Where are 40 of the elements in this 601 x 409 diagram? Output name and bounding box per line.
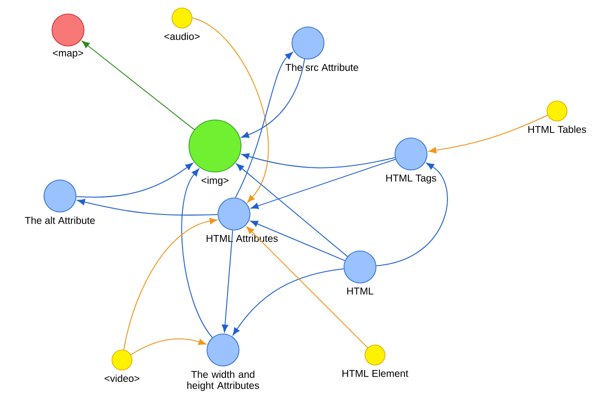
- node-label: <img>: [202, 176, 228, 186]
- node-label: <map>: [52, 50, 84, 58]
- node-label: <audio>: [164, 32, 200, 40]
- arrow: [222, 230, 234, 332]
- arrow: [77, 198, 218, 216]
- graph-node: HTML: [344, 250, 376, 294]
- graph-node: HTML Tables: [528, 100, 586, 133]
- node-label: HTML: [347, 288, 374, 294]
- arrow: [241, 153, 396, 168]
- graph-node: HTML Element: [342, 344, 408, 377]
- graph-node: The alt Attribute: [24, 180, 95, 224]
- arrow: [428, 114, 548, 154]
- arrow: [250, 158, 396, 209]
- graph-node: <map>: [52, 14, 84, 58]
- arrow: [76, 162, 194, 198]
- node-label: The alt Attribute: [24, 216, 95, 224]
- node-label: HTML Tags: [386, 174, 436, 184]
- arrow: [250, 220, 346, 262]
- arrow: [234, 52, 293, 198]
- graph-node: The width and height Attributes: [187, 334, 260, 391]
- arrow: [181, 168, 213, 338]
- node-label: The src Attribute: [286, 64, 358, 71]
- arrow: [130, 338, 206, 356]
- graph-node: <video>: [104, 350, 140, 382]
- arrow: [82, 40, 195, 130]
- node-label: <video>: [104, 374, 140, 382]
- arrow: [232, 268, 344, 336]
- node-label: HTML Element: [342, 370, 408, 377]
- arrow: [236, 164, 348, 257]
- graph-node: <img>: [188, 120, 242, 186]
- graph-node: The src Attribute: [286, 26, 358, 71]
- node-label: HTML Tables: [528, 126, 586, 133]
- node-label: The width and height Attributes: [187, 370, 260, 391]
- graph-node: HTML Tags: [386, 138, 436, 184]
- arrow: [241, 58, 306, 138]
- arrow: [123, 218, 218, 350]
- arrow: [192, 18, 269, 203]
- arrow: [376, 162, 448, 266]
- arrow: [246, 226, 368, 348]
- graph-node: <audio>: [164, 8, 200, 40]
